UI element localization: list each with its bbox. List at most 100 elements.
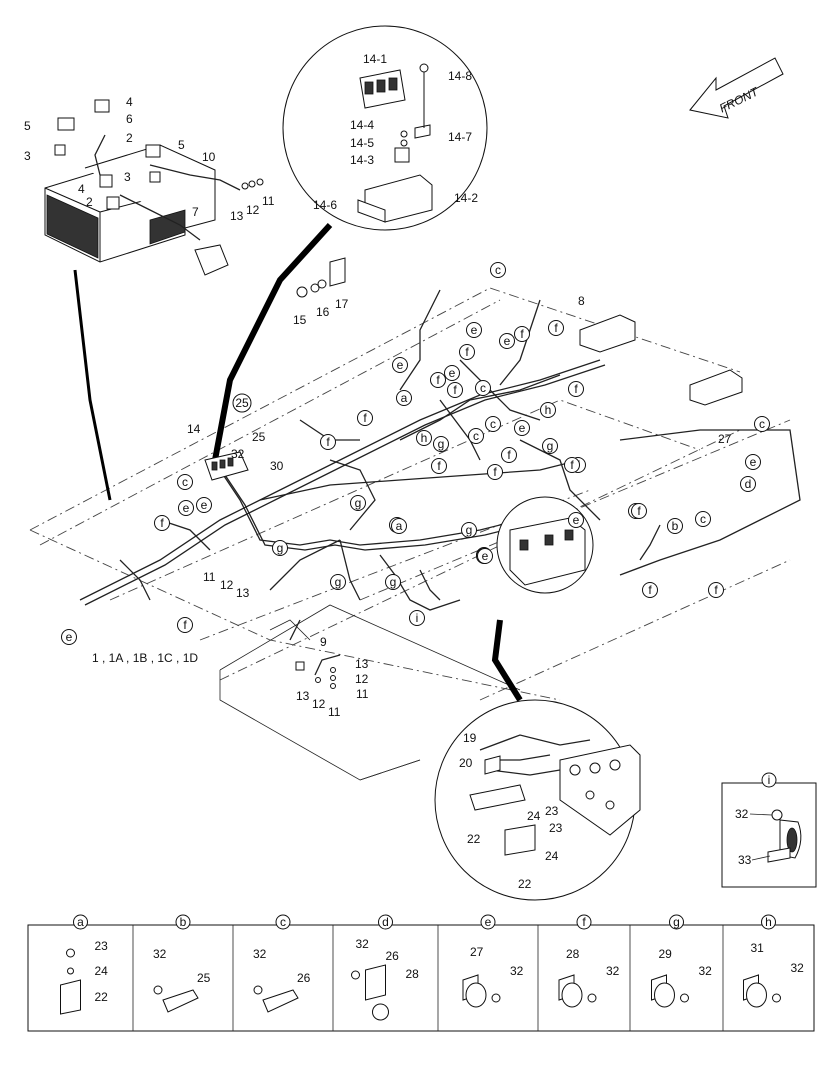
clip-marker-letter: c [490,417,496,431]
detail-box-i: i 32 33 [721,772,817,888]
callout-label-c24b: 24 [545,849,559,863]
callout-label-c24a: 24 [527,809,541,823]
valve-small [496,496,594,594]
clip-marker-letter: e [573,513,580,527]
detail-label: 23 [95,939,109,953]
callout-label-c5b: 5 [178,138,185,152]
clip-marker-letter: f [570,458,574,472]
clip-marker-38: c [695,511,711,527]
callout-label-c12d: 12 [312,697,326,711]
clip-marker-21: g [433,436,449,452]
detail-label: 24 [95,964,109,978]
clip-marker-24: f [568,381,584,397]
clip-marker-letter: i [416,611,419,625]
detail-label: 26 [297,971,311,985]
detail-label: 32 [699,964,713,978]
callout-label-c11b: 11 [203,570,216,584]
fuse-box-14 [204,451,249,481]
clip-marker-3: f [514,326,530,342]
callout-label-c23a: 23 [545,804,559,818]
callout-label-c12a: 12 [246,203,260,217]
clip-marker-4: e [392,357,408,373]
callout-label-c27: 27 [718,432,732,446]
detail-label: 26 [386,949,400,963]
detail-label: 22 [95,990,109,1004]
clip-marker-letter: 25 [235,396,249,410]
clip-marker-12: e [514,420,530,436]
clip-marker-6: e [499,333,515,349]
callout-label-c22b: 22 [518,877,532,891]
clip-marker-36: g [461,522,477,538]
clip-marker-letter: f [437,459,441,473]
clip-marker-2: e [466,322,482,338]
clip-marker-20: h [416,430,432,446]
clip-marker-49: i [409,610,425,626]
clip-marker-letter: e [504,334,511,348]
clip-marker-54: f [501,447,517,463]
clip-marker-52: f [487,464,503,480]
detail-label: 32 [153,947,167,961]
detail-i-label-33: 33 [738,853,752,867]
callout-label-c25: 25 [252,430,266,444]
clip-marker-letter: g [547,439,554,453]
callout-label-c145: 14-5 [350,136,374,150]
callout-label-c11d: 11 [328,705,341,719]
clip-marker-51: e [477,548,493,564]
clip-marker-letter: f [507,448,511,462]
detail-letter: h [765,915,772,929]
callout-label-c13a: 13 [230,209,244,223]
callout-label-c22a: 22 [467,832,481,846]
callout-label-c7: 7 [192,205,199,219]
callout-label-c30: 30 [270,459,284,473]
callout-label-c6: 6 [126,112,133,126]
clip-marker-15: g [542,438,558,454]
clip-marker-8: f [447,382,463,398]
clip-marker-10: h [540,402,556,418]
clip-marker-letter: e [66,630,73,644]
clip-marker-letter: f [554,321,558,335]
clip-marker-letter: a [396,519,403,533]
clip-marker-44: f [177,617,193,633]
callout-label-c5a: 5 [24,119,31,133]
clip-marker-43: f [154,515,170,531]
clip-marker-40: f [642,582,658,598]
detail-i-label-32: 32 [735,807,749,821]
harness-9 [295,654,341,689]
clip-marker-letter: g [277,541,284,555]
clip-marker-0: c [490,262,506,278]
clip-marker-letter: h [545,403,552,417]
clip-marker-9: c [475,380,491,396]
clip-marker-letter: f [465,345,469,359]
detail-letter: g [673,915,680,929]
callout-label-c147: 14-7 [448,130,472,144]
clip-marker-46: g [272,540,288,556]
clip-marker-letter: e [449,366,456,380]
detail-letter: d [382,915,389,929]
clip-marker-11: f [357,410,373,426]
clip-marker-letter: f [363,411,367,425]
callout-label-c3b: 3 [124,170,131,184]
callout-label-c12c: 12 [355,672,369,686]
clip-marker-letter: c [495,263,501,277]
valve-leader [491,619,523,702]
clip-marker-25: g [350,495,366,511]
detail-label: 29 [659,947,673,961]
clip-marker-letter: e [482,549,489,563]
clip-marker-letter: e [397,358,404,372]
clip-marker-letter: g [335,575,342,589]
clip-marker-16: a [396,390,412,406]
clip-markers: cfefefeffchfefcgaa25fhgcefgfcedecefefgbc… [61,262,770,645]
detail-strip: a232422b3225c3226d322628e2732f2832g2932h… [27,914,815,1032]
callout-label-c9: 9 [320,635,327,649]
battery-assembly [44,99,264,276]
callout-label-c17: 17 [335,297,349,311]
clip-marker-45: a [391,518,407,534]
clip-marker-28: e [196,497,212,513]
callout-label-c10: 10 [202,150,216,164]
clip-marker-letter: f [326,435,330,449]
clip-marker-letter: c [473,429,479,443]
